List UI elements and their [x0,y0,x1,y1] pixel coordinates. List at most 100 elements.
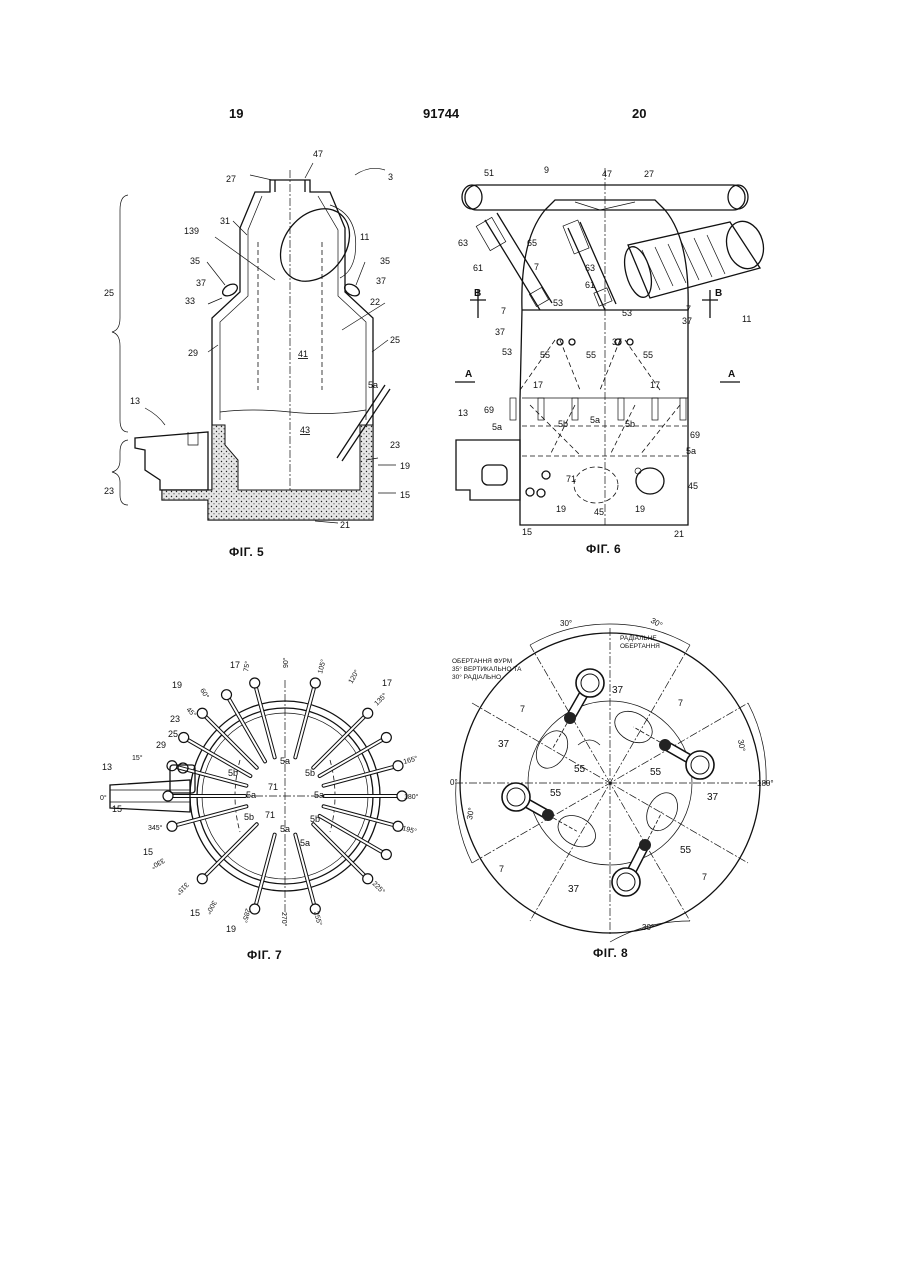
fig6-label-53b: 53 [622,308,632,318]
fig6-label-53a: 53 [553,298,563,308]
fig5-label-23a: 23 [390,440,400,450]
fig8-label-37b: 37 [498,739,510,750]
fig8-label-55a: 55 [574,764,586,775]
fig6-label-55a: 55 [540,350,550,360]
fig8-note-right-1: РАДІАЛЬНЕ [620,635,657,642]
fig7-lance [197,708,256,767]
fig7-label-15c: 15 [112,804,122,814]
fig7-label-15b: 15 [190,908,200,918]
fig5-label-19: 19 [400,461,410,471]
fig8-angle-180: 180° [757,779,774,788]
fig5-label-37a: 37 [196,278,206,288]
fig6-label-7c: 7 [686,304,691,314]
fig7-angle-60: 60° [198,687,210,700]
fig8-label-7c: 7 [499,864,504,874]
fig7-label-71a: 71 [268,782,278,792]
fig5-label-35a: 35 [190,256,200,266]
fig5-label-5a: 5a [368,380,378,390]
fig6-label-37c: 37 [612,337,622,347]
fig6-label-7b: 7 [501,306,506,316]
fig7-lance [324,761,403,786]
fig5-label-25b: 25 [390,335,400,345]
fig6-label-63a: 63 [458,238,468,248]
fig7-lance [167,806,246,831]
fig6-label-61a: 61 [473,263,483,273]
fig6-label-69a: 69 [484,405,494,415]
fig7-label-71b: 71 [265,810,275,820]
fig7-angle-225: 225° [371,880,387,896]
fig7-label-23: 23 [170,714,180,724]
fig7-label-5a-c: 5a [314,790,324,800]
fig7-label-5a-d: 5a [280,824,290,834]
fig8-angle-30-right: 30° [736,739,747,752]
fig6-label-5a-b: 5a [492,422,502,432]
fig8-note-left-3: 30° РАДІАЛЬНО [452,673,501,681]
fig7-label-5b-d: 5b [310,814,320,824]
fig6-label-9: 9 [544,165,549,175]
fig6-label-47: 47 [602,169,612,179]
fig7-angle-255: 255° [312,910,324,926]
fig6-label-B-left: B [474,288,481,299]
fig7-angle-300: 300° [204,899,218,916]
fig5-label-33: 33 [185,296,195,306]
fig5-label-47: 47 [313,149,323,159]
fig8-label-37a: 37 [612,685,624,696]
figure-8-caption: ФІГ. 8 [593,946,628,960]
fig7-label-5b-c: 5b [244,812,254,822]
fig6-label-55c: 55 [643,350,653,360]
fig5-label-25a: 25 [104,288,114,298]
fig8-tuyere-assembly [612,788,684,896]
fig7-angle-270: 270° [280,912,288,927]
fig7-label-17b: 17 [382,678,392,688]
fig7-angle-15: 15° [132,754,143,762]
fig8-tuyere-assembly [609,705,714,779]
fig5-label-37b: 37 [376,276,386,286]
fig6-label-65: 65 [527,238,537,248]
fig5-label-41: 41 [298,349,308,359]
fig8-label-7a: 7 [520,704,525,714]
fig7-label-5a-e: 5a [300,838,310,848]
fig7-angle-0: 0° [100,794,107,802]
fig7-angle-315: 315° [174,881,190,897]
fig5-label-22: 22 [370,297,380,307]
fig7-lance [295,678,320,757]
fig5-label-27: 27 [226,174,236,184]
figure-6-caption: ФІГ. 6 [586,542,621,556]
fig7-angle-345: 345° [148,824,163,832]
fig6-label-55b: 55 [586,350,596,360]
fig7-label-5b-a: 5b [228,768,238,778]
fig8-angle-30-bottom: 30° [642,923,654,932]
fig8-label-7b: 7 [678,698,683,708]
fig6-label-7a: 7 [534,262,539,272]
fig5-label-11: 11 [360,232,369,242]
fig7-angle-90: 90° [282,657,290,668]
fig8-label-37d: 37 [568,884,580,895]
fig6-label-B-right: B [715,288,722,299]
fig7-label-5b-b: 5b [305,768,315,778]
fig7-label-19b: 19 [226,924,236,934]
fig7-lance [250,835,275,914]
figure-5-caption: ФІГ. 5 [229,545,264,559]
fig7-label-5a-b: 5a [246,790,256,800]
fig6-label-53c: 53 [502,347,512,357]
figure-8-drawing: 37 37 37 37 55 55 55 55 7 7 7 7 30° 30° … [445,610,785,940]
fig8-label-55b: 55 [650,767,662,778]
fig6-label-17a: 17 [533,380,543,390]
fig7-lance [313,824,372,883]
fig6-label-71: 71 [566,474,576,484]
fig5-label-35b: 35 [380,256,390,266]
fig7-label-29: 29 [156,740,166,750]
fig7-angle-45: 45° [185,706,198,719]
fig7-lance [197,824,256,883]
fig8-angle-0: 0° [450,778,458,787]
fig6-label-45a: 45 [688,481,698,491]
fig5-label-139: 139 [184,226,199,236]
fig6-label-5a-a: 5a [590,415,600,425]
figure-7-caption: ФІГ. 7 [247,948,282,962]
patent-number: 91744 [423,106,459,121]
fig7-label-13: 13 [102,762,112,772]
fig8-note-left-1: ОБЕРТАННЯ ФУРМ [452,658,512,665]
fig6-label-19b: 19 [635,504,645,514]
fig6-label-69b: 69 [690,430,700,440]
fig6-label-15: 15 [522,527,532,537]
